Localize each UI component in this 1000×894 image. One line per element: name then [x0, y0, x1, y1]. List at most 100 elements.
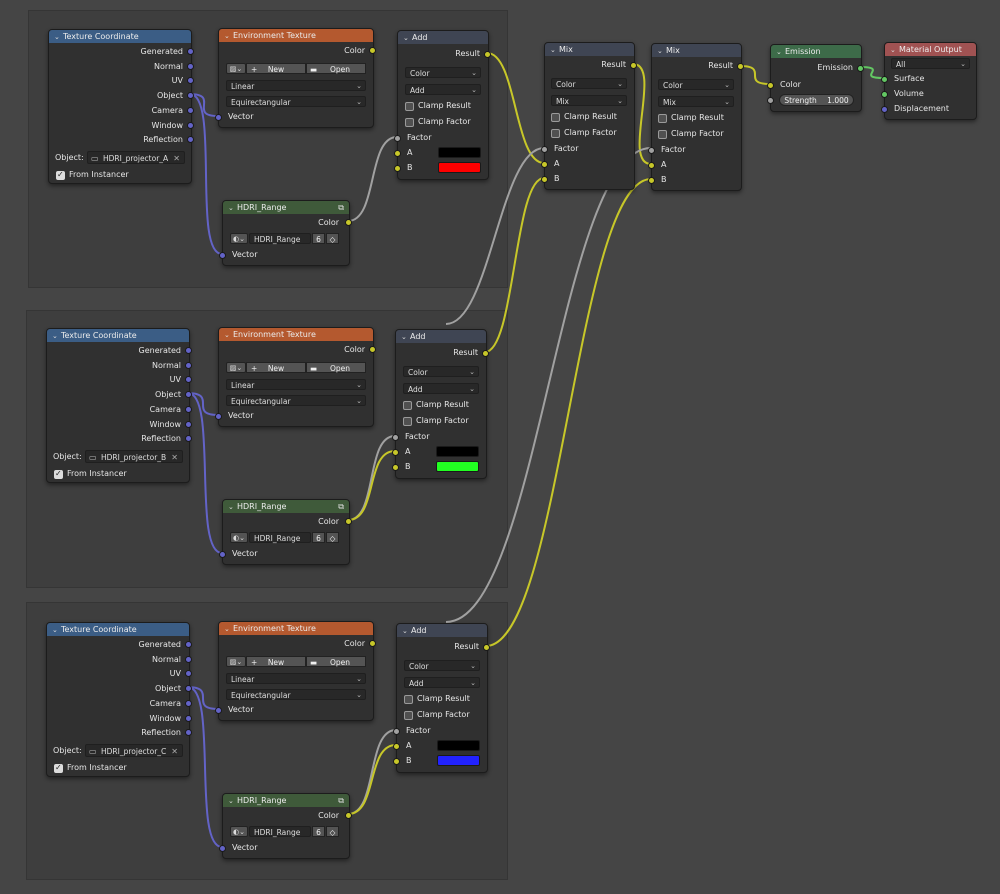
- node-header[interactable]: ⌄Add: [397, 624, 487, 637]
- clear-icon[interactable]: ✕: [171, 453, 178, 462]
- collapse-chevron-icon[interactable]: ⌄: [228, 204, 234, 212]
- strength-field[interactable]: Strength 1.000: [779, 94, 854, 106]
- clamp-factor-checkbox[interactable]: [405, 118, 414, 127]
- blend-mode-dropdown[interactable]: Add⌄: [404, 677, 480, 688]
- vector-input-socket[interactable]: [219, 845, 226, 852]
- vector-output-socket[interactable]: [187, 121, 194, 129]
- node-link[interactable]: [485, 178, 652, 647]
- color-output-socket[interactable]: [369, 346, 376, 353]
- clamp-result-checkbox[interactable]: [404, 695, 413, 704]
- node-link[interactable]: [347, 729, 397, 815]
- image-browse-icon[interactable]: ▨⌄: [226, 656, 246, 667]
- clamp-factor-checkbox[interactable]: [658, 130, 667, 139]
- b-input-socket[interactable]: [541, 176, 548, 183]
- object-field[interactable]: ▭HDRI_projector_B✕: [85, 450, 183, 463]
- clamp-result-checkbox[interactable]: [551, 113, 560, 122]
- render-target-dropdown[interactable]: All⌄: [891, 58, 970, 69]
- interpolation-dropdown[interactable]: Linear⌄: [226, 379, 366, 390]
- b-input-socket[interactable]: [394, 165, 401, 172]
- vector-output-socket[interactable]: [185, 699, 192, 707]
- volume-input-socket[interactable]: [881, 91, 888, 98]
- b-input-socket[interactable]: [648, 177, 655, 184]
- clamp-result-checkbox[interactable]: [403, 401, 412, 410]
- vector-output-socket[interactable]: [185, 405, 192, 413]
- data-type-dropdown[interactable]: Color⌄: [404, 660, 480, 671]
- vector-output-socket[interactable]: [187, 62, 194, 70]
- node-link[interactable]: [632, 63, 652, 165]
- clamp-factor-checkbox[interactable]: [404, 711, 413, 720]
- collapse-chevron-icon[interactable]: ⌄: [54, 33, 60, 41]
- vector-input-socket[interactable]: [215, 707, 222, 714]
- node-group-name-field[interactable]: HDRI_Range: [249, 826, 311, 837]
- color-output-socket[interactable]: [345, 219, 352, 226]
- node-tree-browse-icon[interactable]: ◐⌄: [230, 532, 248, 543]
- color-output-socket[interactable]: [369, 47, 376, 54]
- node-header[interactable]: ⌄Material Output: [885, 43, 976, 56]
- factor-input-socket[interactable]: [393, 728, 400, 735]
- vector-input-socket[interactable]: [219, 551, 226, 558]
- vector-output-socket[interactable]: [185, 655, 192, 663]
- vector-input-socket[interactable]: [215, 114, 222, 121]
- object-field[interactable]: ▭HDRI_projector_C✕: [85, 744, 183, 757]
- collapse-chevron-icon[interactable]: ⌄: [52, 332, 58, 340]
- node-header[interactable]: ⌄Add: [396, 330, 486, 343]
- open-image-button[interactable]: ▬Open: [306, 63, 366, 74]
- fake-user-shield-icon[interactable]: ◇: [326, 826, 339, 837]
- collapse-chevron-icon[interactable]: ⌄: [228, 797, 234, 805]
- color-b-swatch[interactable]: [438, 162, 481, 173]
- vector-output-socket[interactable]: [185, 435, 192, 443]
- a-input-socket[interactable]: [393, 743, 400, 750]
- vector-input-socket[interactable]: [215, 413, 222, 420]
- result-output-socket[interactable]: [484, 51, 491, 58]
- data-type-dropdown[interactable]: Color⌄: [405, 67, 481, 78]
- node-header[interactable]: ⌄Emission: [771, 45, 861, 58]
- node-link[interactable]: [739, 65, 771, 85]
- clamp-factor-checkbox[interactable]: [551, 129, 560, 138]
- collapse-chevron-icon[interactable]: ⌄: [52, 626, 58, 634]
- node-tree-browse-icon[interactable]: ◐⌄: [230, 826, 248, 837]
- node-header[interactable]: ⌄HDRI_Range⧉: [223, 201, 349, 214]
- vector-output-socket[interactable]: [187, 136, 194, 144]
- node-header[interactable]: ⌄Add: [398, 31, 488, 44]
- image-browse-icon[interactable]: ▨⌄: [226, 362, 246, 373]
- image-browse-icon[interactable]: ▨⌄: [226, 63, 246, 74]
- vector-output-socket[interactable]: [185, 685, 192, 693]
- node-link[interactable]: [187, 392, 219, 416]
- vector-output-socket[interactable]: [187, 92, 194, 100]
- color-a-swatch[interactable]: [437, 740, 480, 751]
- blend-mode-dropdown[interactable]: Add⌄: [405, 84, 481, 95]
- vector-output-socket[interactable]: [185, 670, 192, 678]
- object-field[interactable]: ▭HDRI_projector_A✕: [87, 151, 185, 164]
- new-image-button[interactable]: +New: [246, 656, 306, 667]
- strength-input-socket[interactable]: [767, 97, 774, 104]
- new-image-button[interactable]: +New: [246, 63, 306, 74]
- color-output-socket[interactable]: [369, 640, 376, 647]
- node-link[interactable]: [347, 744, 397, 815]
- data-type-dropdown[interactable]: Color⌄: [403, 366, 479, 377]
- node-header[interactable]: ⌄HDRI_Range⧉: [223, 794, 349, 807]
- collapse-chevron-icon[interactable]: ⌄: [776, 48, 782, 56]
- node-link[interactable]: [189, 93, 223, 255]
- from-instancer-checkbox[interactable]: [54, 469, 63, 479]
- from-instancer-checkbox[interactable]: [56, 170, 65, 180]
- factor-input-socket[interactable]: [394, 135, 401, 142]
- emission-output-socket[interactable]: [857, 65, 864, 72]
- data-type-dropdown[interactable]: Color⌄: [551, 78, 627, 89]
- node-link[interactable]: [347, 450, 396, 521]
- node-header[interactable]: ⌄Environment Texture: [219, 622, 373, 635]
- node-link[interactable]: [347, 435, 396, 521]
- node-link[interactable]: [187, 686, 223, 848]
